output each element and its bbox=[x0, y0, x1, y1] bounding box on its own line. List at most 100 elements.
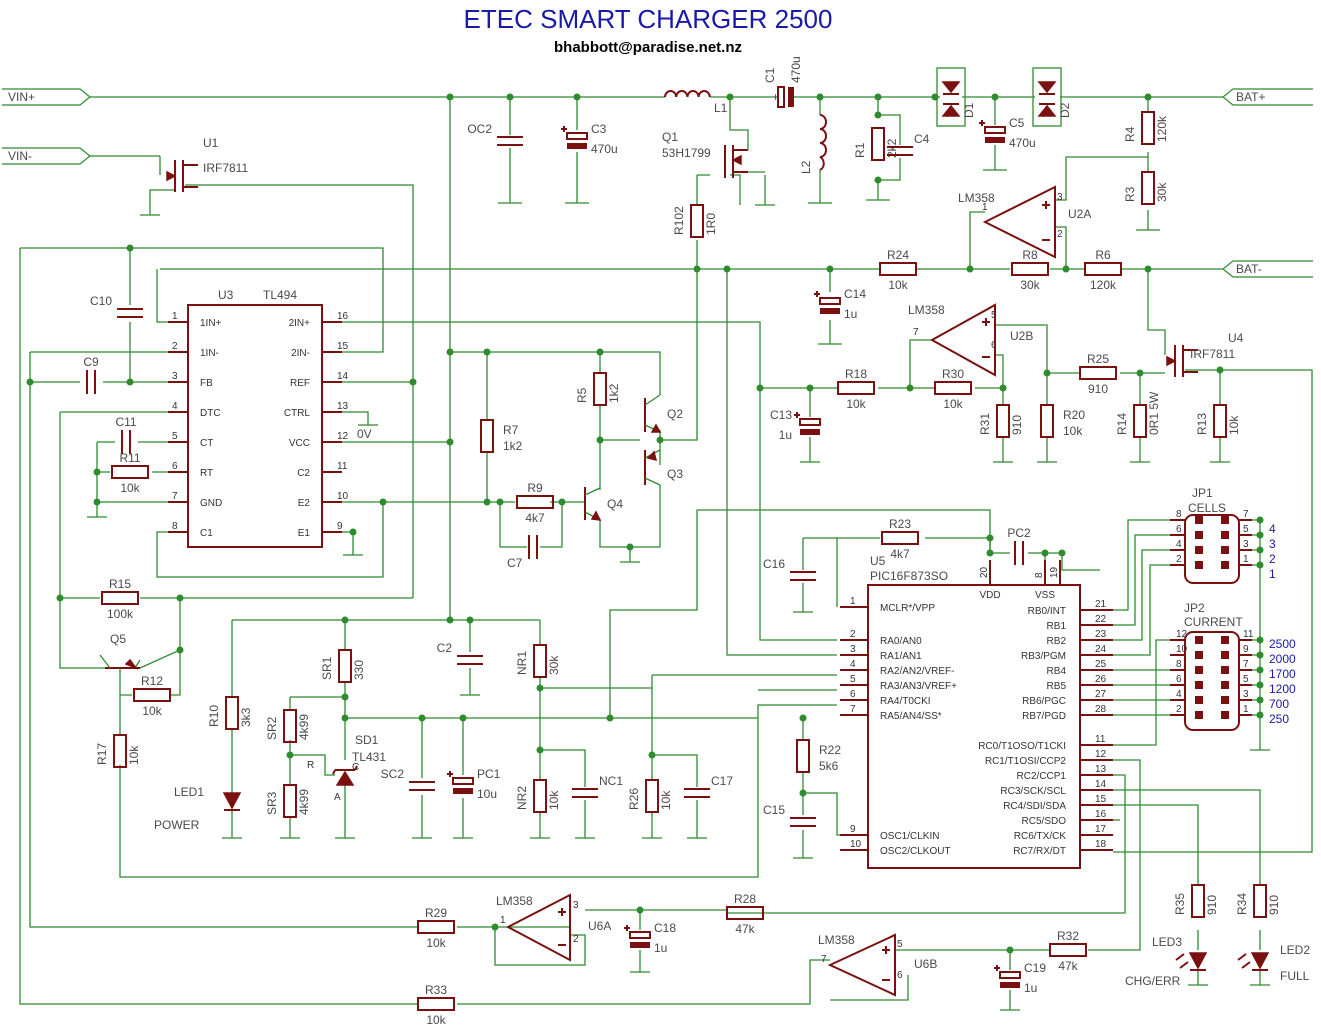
jumper-option: 4 bbox=[1269, 522, 1276, 536]
pin-name: RC0/T1OSO/T1CKI bbox=[978, 741, 1066, 752]
pin-name: RB2 bbox=[1047, 636, 1067, 647]
pin-name: RA1/AN1 bbox=[880, 651, 922, 662]
opamp-u2b: LM358 U2B 7 6 5 bbox=[908, 303, 1033, 377]
pin-num: 7 bbox=[913, 327, 919, 338]
pin-num: 3 bbox=[1057, 192, 1063, 203]
capacitor-oc2: OC2 bbox=[467, 122, 523, 146]
pin-name: RB1 bbox=[1047, 621, 1067, 632]
pin-num: 7 bbox=[821, 954, 827, 965]
pin-number: 22 bbox=[1095, 614, 1107, 625]
pin-number: 8 bbox=[1034, 572, 1045, 578]
wires bbox=[19, 96, 1313, 1011]
pin-name: REF bbox=[290, 378, 310, 389]
ic-u3-pins: 11IN+21IN-3FB4DTC5CT6RT7GND8C1162IN+152I… bbox=[168, 311, 349, 539]
pin-name: RB7/PGD bbox=[1022, 711, 1066, 722]
pin-name: RC3/SCK/SCL bbox=[1000, 786, 1066, 797]
mosfet-value: IRF7811 bbox=[203, 161, 248, 175]
port-bat-pos: BAT+ bbox=[1222, 88, 1313, 106]
pin-name: RC1/T1OSI/CCP2 bbox=[985, 756, 1067, 767]
mosfet-u4: U4 IRF7811 bbox=[1166, 331, 1244, 377]
port-vin-neg: VIN- bbox=[2, 147, 91, 165]
jumper-option: 1200 bbox=[1269, 682, 1296, 696]
mosfet-ref: U1 bbox=[203, 136, 219, 150]
pin-number: 6 bbox=[172, 461, 178, 472]
resistor-ref: R12 bbox=[141, 674, 163, 688]
pin-number: 5 bbox=[850, 674, 856, 685]
pin-number: 2 bbox=[1176, 704, 1182, 715]
jumper-jp1: JP1 CELLS bbox=[1184, 486, 1240, 584]
mosfet-ref: Q1 bbox=[662, 130, 678, 144]
resistor-value: 10k bbox=[943, 397, 963, 411]
pin-number: 7 bbox=[1243, 509, 1249, 520]
port-label: VIN+ bbox=[8, 90, 35, 104]
pin-number: 24 bbox=[1095, 644, 1107, 655]
resistor-value: 10k bbox=[120, 481, 140, 495]
resistor-value: 2k2 bbox=[885, 138, 899, 158]
resistor-ref: R6 bbox=[1095, 248, 1111, 262]
capacitor-c16: C16 bbox=[763, 557, 816, 581]
jumper-option: 700 bbox=[1269, 697, 1289, 711]
capacitor-ref: C14 bbox=[844, 287, 866, 301]
pin-number: 26 bbox=[1095, 674, 1107, 685]
resistor-ref: R8 bbox=[1022, 248, 1038, 262]
led-led1: LED1 POWER bbox=[154, 785, 242, 832]
pin-number: 12 bbox=[337, 431, 349, 442]
inductor-l2: L2 bbox=[799, 114, 827, 174]
net-label-0v: 0V bbox=[357, 427, 372, 441]
capacitor-value: 1u bbox=[779, 428, 792, 442]
pin-name: MCLR*/VPP bbox=[880, 603, 935, 614]
jumper-option: 2 bbox=[1269, 552, 1276, 566]
opamp-u2a: LM358 U2A 1 2 3 bbox=[958, 185, 1091, 259]
opamp-type: LM358 bbox=[818, 933, 855, 947]
pin-name: RC4/SDI/SDA bbox=[1003, 801, 1066, 812]
jumper-ref: JP1 bbox=[1192, 486, 1213, 500]
pin-number: 5 bbox=[1243, 524, 1249, 535]
resistor-value: 3k3 bbox=[239, 707, 253, 727]
pin-num: 5 bbox=[897, 939, 903, 950]
shunt-value: TL431 bbox=[352, 750, 386, 764]
pin-number: 9 bbox=[1243, 644, 1249, 655]
capacitor-ref: C16 bbox=[763, 557, 785, 571]
pin-number: 3 bbox=[1243, 539, 1249, 550]
resistor-value: 910 bbox=[1267, 895, 1281, 915]
pin-number: 7 bbox=[1243, 659, 1249, 670]
capacitor-c15: C15 bbox=[763, 803, 816, 827]
capacitor-ref: C10 bbox=[90, 294, 112, 308]
resistor-value: 4k99 bbox=[297, 789, 311, 815]
resistor-value: 10k bbox=[1063, 424, 1083, 438]
resistor-value: 910 bbox=[1088, 382, 1108, 396]
pin-number: 13 bbox=[1095, 764, 1107, 775]
pin-number: 16 bbox=[1095, 809, 1107, 820]
pin-number: 4 bbox=[172, 401, 178, 412]
pin-number: 14 bbox=[1095, 779, 1107, 790]
pin-name: 2IN+ bbox=[289, 318, 311, 329]
capacitor-ref: SC2 bbox=[381, 767, 405, 781]
pin-name: GND bbox=[200, 498, 222, 509]
led-led3: LED3 CHG/ERR bbox=[1125, 935, 1208, 988]
resistor-ref: R18 bbox=[845, 367, 867, 381]
